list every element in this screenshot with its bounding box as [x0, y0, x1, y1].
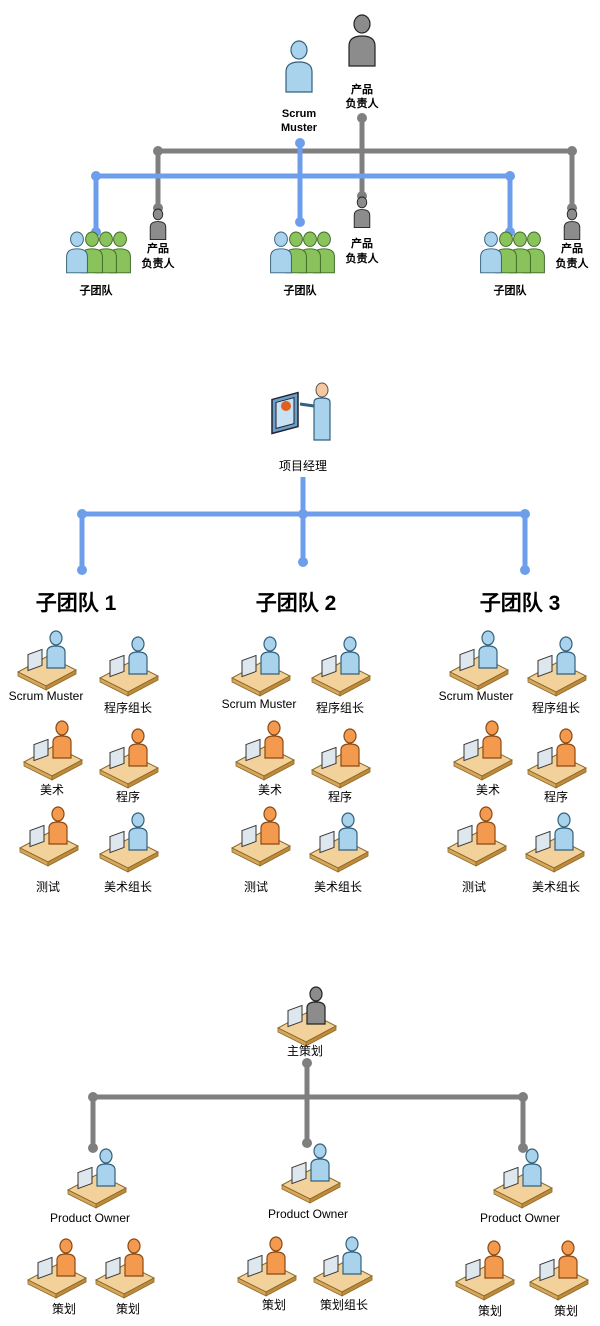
- planner-desk-icon: [529, 1240, 589, 1301]
- team-label: 子团队: [80, 283, 114, 297]
- presenter-icon: [271, 382, 331, 441]
- role-label: 美术: [476, 783, 500, 797]
- owner-label: 产品: [351, 236, 373, 250]
- role-label: Scrum Muster: [222, 697, 297, 711]
- s3-group-2: Product Owner 策划 策划组长: [237, 1143, 373, 1312]
- owner-label: 产品: [561, 241, 583, 255]
- section3-connectors: [88, 1058, 528, 1153]
- planner-label: 策划组长: [320, 1298, 368, 1312]
- product-owner-label: Product Owner: [50, 1211, 130, 1225]
- planner-desk-icon: [95, 1238, 155, 1299]
- artist-desk-icon: [235, 720, 295, 781]
- section2-connectors: [77, 477, 530, 575]
- role-label: 程序组长: [532, 700, 580, 715]
- programmer-desk-icon: [99, 728, 159, 789]
- owner-label-2: 负责人: [142, 256, 176, 270]
- scrum-desk-icon: [449, 630, 509, 691]
- role-label: 美术组长: [532, 880, 580, 894]
- product-owner-person-icon: [348, 14, 376, 67]
- tester-desk-icon: [447, 806, 507, 867]
- role-label: Scrum Muster: [439, 689, 514, 703]
- owner-label-2: 负责人: [556, 256, 590, 270]
- role-label: 测试: [36, 879, 60, 894]
- scrum-master-person-icon: [285, 40, 313, 93]
- lead-planner-desk-icon: [277, 986, 337, 1047]
- product-owner-label: Product Owner: [480, 1211, 560, 1225]
- s3-group-3: Product Owner 策划 策划: [455, 1148, 589, 1318]
- team-title: 子团队 1: [36, 592, 117, 615]
- s2-team-1: 子团队 1 Scrum Muster 程序组长 美术 程序 测试 美术组长: [9, 592, 159, 894]
- artist-desk-icon: [453, 720, 513, 781]
- role-label: 美术组长: [104, 880, 152, 894]
- role-label: 美术: [40, 783, 64, 797]
- program-lead-desk-icon: [527, 636, 587, 697]
- art-lead-desk-icon: [99, 812, 159, 873]
- artist-desk-icon: [23, 720, 83, 781]
- role-label: 美术: [258, 783, 282, 797]
- owner-label-2: 负责人: [346, 251, 380, 265]
- product-owner-label: 产品: [351, 82, 373, 96]
- planner-label: 策划: [478, 1304, 502, 1318]
- product-owner-label-2: 负责人: [346, 96, 380, 110]
- tester-desk-icon: [231, 806, 291, 867]
- team-group-icon: [270, 231, 335, 274]
- s2-team-3: 子团队 3 Scrum Muster 程序组长 美术 程序 测试 美术组长: [439, 592, 587, 894]
- product-owner-desk-icon: [67, 1148, 127, 1209]
- role-label: 程序: [116, 789, 140, 804]
- role-label: 程序组长: [104, 700, 152, 715]
- owner-label: 产品: [147, 241, 169, 255]
- owner-person-icon: [563, 208, 581, 241]
- section1-connectors: [91, 113, 577, 237]
- team-title: 子团队 2: [256, 592, 337, 615]
- s1-team-2: 子团队 产品 负责人: [270, 196, 380, 297]
- program-lead-desk-icon: [99, 636, 159, 697]
- programmer-desk-icon: [527, 728, 587, 789]
- scrum-desk-icon: [17, 630, 77, 691]
- team-label: 子团队: [494, 283, 528, 297]
- owner-person-icon: [149, 208, 167, 241]
- s1-team-1: 子团队 产品 负责人: [66, 208, 176, 297]
- role-label: 程序: [328, 789, 352, 804]
- product-owner-desk-icon: [493, 1148, 553, 1209]
- tester-desk-icon: [19, 806, 79, 867]
- planner-label: 策划: [52, 1302, 76, 1316]
- scrum-master-label: Scrum: [282, 108, 316, 120]
- role-label: 测试: [244, 879, 268, 894]
- planner-label: 策划: [116, 1302, 140, 1316]
- planner-desk-icon: [237, 1236, 297, 1297]
- planner-label: 策划: [262, 1298, 286, 1312]
- s1-team-3: 子团队 产品 负责人: [480, 208, 590, 297]
- product-owner-label: Product Owner: [268, 1207, 348, 1221]
- planner-desk-icon: [27, 1238, 87, 1299]
- planning-lead-desk-icon: [313, 1236, 373, 1297]
- team-title: 子团队 3: [480, 592, 561, 615]
- scrum-desk-icon: [231, 636, 291, 697]
- role-label: 测试: [462, 879, 486, 894]
- team-group-icon: [66, 231, 131, 274]
- role-label: 美术组长: [314, 880, 362, 894]
- role-label: 程序组长: [316, 700, 364, 715]
- team-group-icon: [480, 231, 545, 274]
- program-lead-desk-icon: [311, 636, 371, 697]
- role-label: 程序: [544, 789, 568, 804]
- team-label: 子团队: [284, 283, 318, 297]
- product-owner-desk-icon: [281, 1143, 341, 1204]
- art-lead-desk-icon: [525, 812, 585, 873]
- role-label: Scrum Muster: [9, 689, 84, 703]
- scrum-master-label-2: Muster: [281, 122, 318, 134]
- programmer-desk-icon: [311, 728, 371, 789]
- manager-label: 项目经理: [279, 459, 327, 473]
- s2-team-2: 子团队 2 Scrum Muster 程序组长 美术 程序 测试 美术组长: [222, 592, 371, 894]
- art-lead-desk-icon: [309, 812, 369, 873]
- owner-person-icon: [353, 196, 371, 229]
- s3-group-1: Product Owner 策划 策划: [27, 1148, 155, 1316]
- planner-desk-icon: [455, 1240, 515, 1301]
- planner-label: 策划: [554, 1304, 578, 1318]
- lead-planner-label: 主策划: [287, 1044, 323, 1058]
